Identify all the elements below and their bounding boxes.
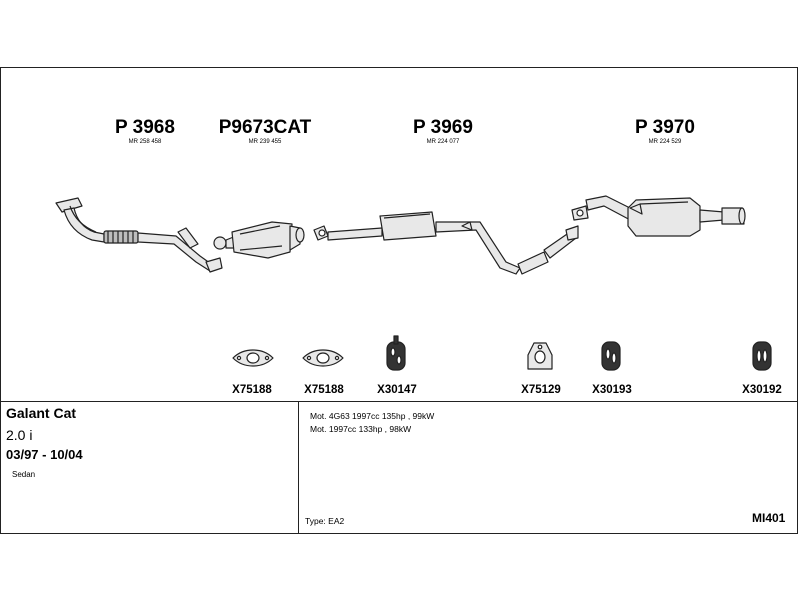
part-oem-ref: MR 239 455 xyxy=(248,139,282,145)
accessory-label: X30193 xyxy=(592,384,632,396)
part-label-p3968: P 3968 MR 258 458 xyxy=(100,118,190,146)
part-code: P 3968 xyxy=(115,117,175,138)
accessory-label: X75129 xyxy=(521,384,561,396)
rubber-hanger-icon xyxy=(601,341,621,371)
vehicle-years: 03/97 - 10/04 xyxy=(6,447,83,462)
part-code: P9673CAT xyxy=(218,117,312,138)
vehicle-body-type: Sedan xyxy=(12,470,36,479)
vehicle-type-code: Type: EA2 xyxy=(305,516,345,526)
part-code: P 3970 xyxy=(635,117,695,138)
middle-silencer-p3969 xyxy=(313,211,579,275)
diagram-id: MI401 xyxy=(752,511,786,525)
vehicle-engine-size: 2.0 i xyxy=(6,427,33,443)
part-oem-ref: MR 258 458 xyxy=(128,139,162,145)
mounting-bracket-icon xyxy=(527,342,553,370)
part-oem-ref: MR 224 077 xyxy=(426,139,460,145)
accessory-label: X30147 xyxy=(377,384,417,396)
part-label-p3970: P 3970 MR 224 529 xyxy=(620,118,710,146)
rubber-hanger-icon xyxy=(752,341,772,371)
flange-gasket-icon xyxy=(302,349,344,367)
part-oem-ref: MR 224 529 xyxy=(648,139,682,145)
accessory-label: X75188 xyxy=(232,384,272,396)
rear-silencer-p3970 xyxy=(571,195,746,237)
part-label-p9673cat: P9673CAT MR 239 455 xyxy=(210,118,320,146)
vehicle-model: Galant Cat xyxy=(6,405,77,421)
divider-vertical xyxy=(298,401,299,534)
diagram-frame xyxy=(0,67,798,534)
accessory-label: X75188 xyxy=(304,384,344,396)
divider-horizontal xyxy=(0,401,798,402)
part-label-p3969: P 3969 MR 224 077 xyxy=(398,118,488,146)
flange-gasket-icon xyxy=(232,349,274,367)
catalytic-converter-p9673cat xyxy=(213,221,305,259)
part-code: P 3969 xyxy=(413,117,473,138)
front-pipe-p3968 xyxy=(55,197,223,273)
engine-spec: Mot. 4G63 1997cc 135hp , 99kW xyxy=(310,411,435,421)
accessory-label: X30192 xyxy=(742,384,782,396)
engine-spec: Mot. 1997cc 133hp , 98kW xyxy=(310,424,412,434)
rubber-hanger-icon xyxy=(386,335,406,371)
